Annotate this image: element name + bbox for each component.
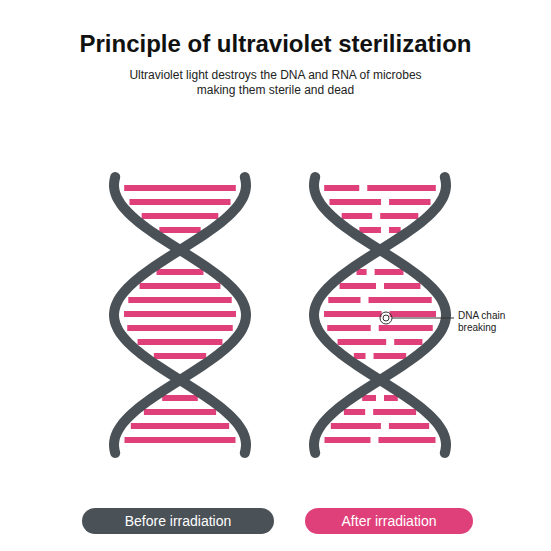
base-pair [338,339,387,345]
base-pair [384,283,420,289]
dna-strand [114,177,246,453]
base-pair [342,213,372,219]
base-pair [138,339,223,345]
base-pair [144,409,216,415]
base-pair [373,409,416,415]
base-pair [140,283,221,289]
caption-pill: After irradiation [305,508,473,534]
base-pair [375,269,404,275]
title: Principle of ultraviolet sterilization [0,30,551,58]
base-pair [162,395,198,401]
base-pair [368,297,431,303]
base-pair [394,339,422,345]
base-pair [380,213,418,219]
base-pair [367,185,436,191]
base-pair [354,353,366,359]
callout-ring [383,315,389,321]
caption-pill: Before irradiation [82,508,274,534]
base-pair [328,297,360,303]
base-pair [390,311,436,317]
base-pair [124,311,236,317]
base-pair [374,353,407,359]
dna-strand [314,177,446,453]
base-pair [324,185,359,191]
base-pair [127,325,233,331]
callout-label: DNA chain breaking [458,310,538,334]
base-pair [324,311,382,317]
base-pair [327,325,370,331]
base-pair [128,297,231,303]
base-pair [324,437,370,443]
dna-strand [314,177,446,453]
base-pair [340,283,376,289]
base-pair [378,437,435,443]
base-pair [157,269,204,275]
base-pair [379,325,433,331]
base-pair [344,409,365,415]
base-pair [124,437,235,443]
subtitle: Ultraviolet light destroys the DNA and R… [120,68,431,98]
base-pair [389,199,430,205]
dna-strand [114,177,246,453]
base-pair [131,423,229,429]
callout-ring [380,312,392,324]
pill-text: Before irradiation [125,513,232,529]
base-pair [159,227,200,233]
base-pair [329,199,381,205]
base-pair [129,199,230,205]
base-pair [154,353,206,359]
base-pair [331,423,381,429]
base-pair [124,185,236,191]
pill-text: After irradiation [342,513,437,529]
leader-line [392,318,454,319]
base-pair [389,423,429,429]
base-pair [359,227,381,233]
base-pair [142,213,219,219]
